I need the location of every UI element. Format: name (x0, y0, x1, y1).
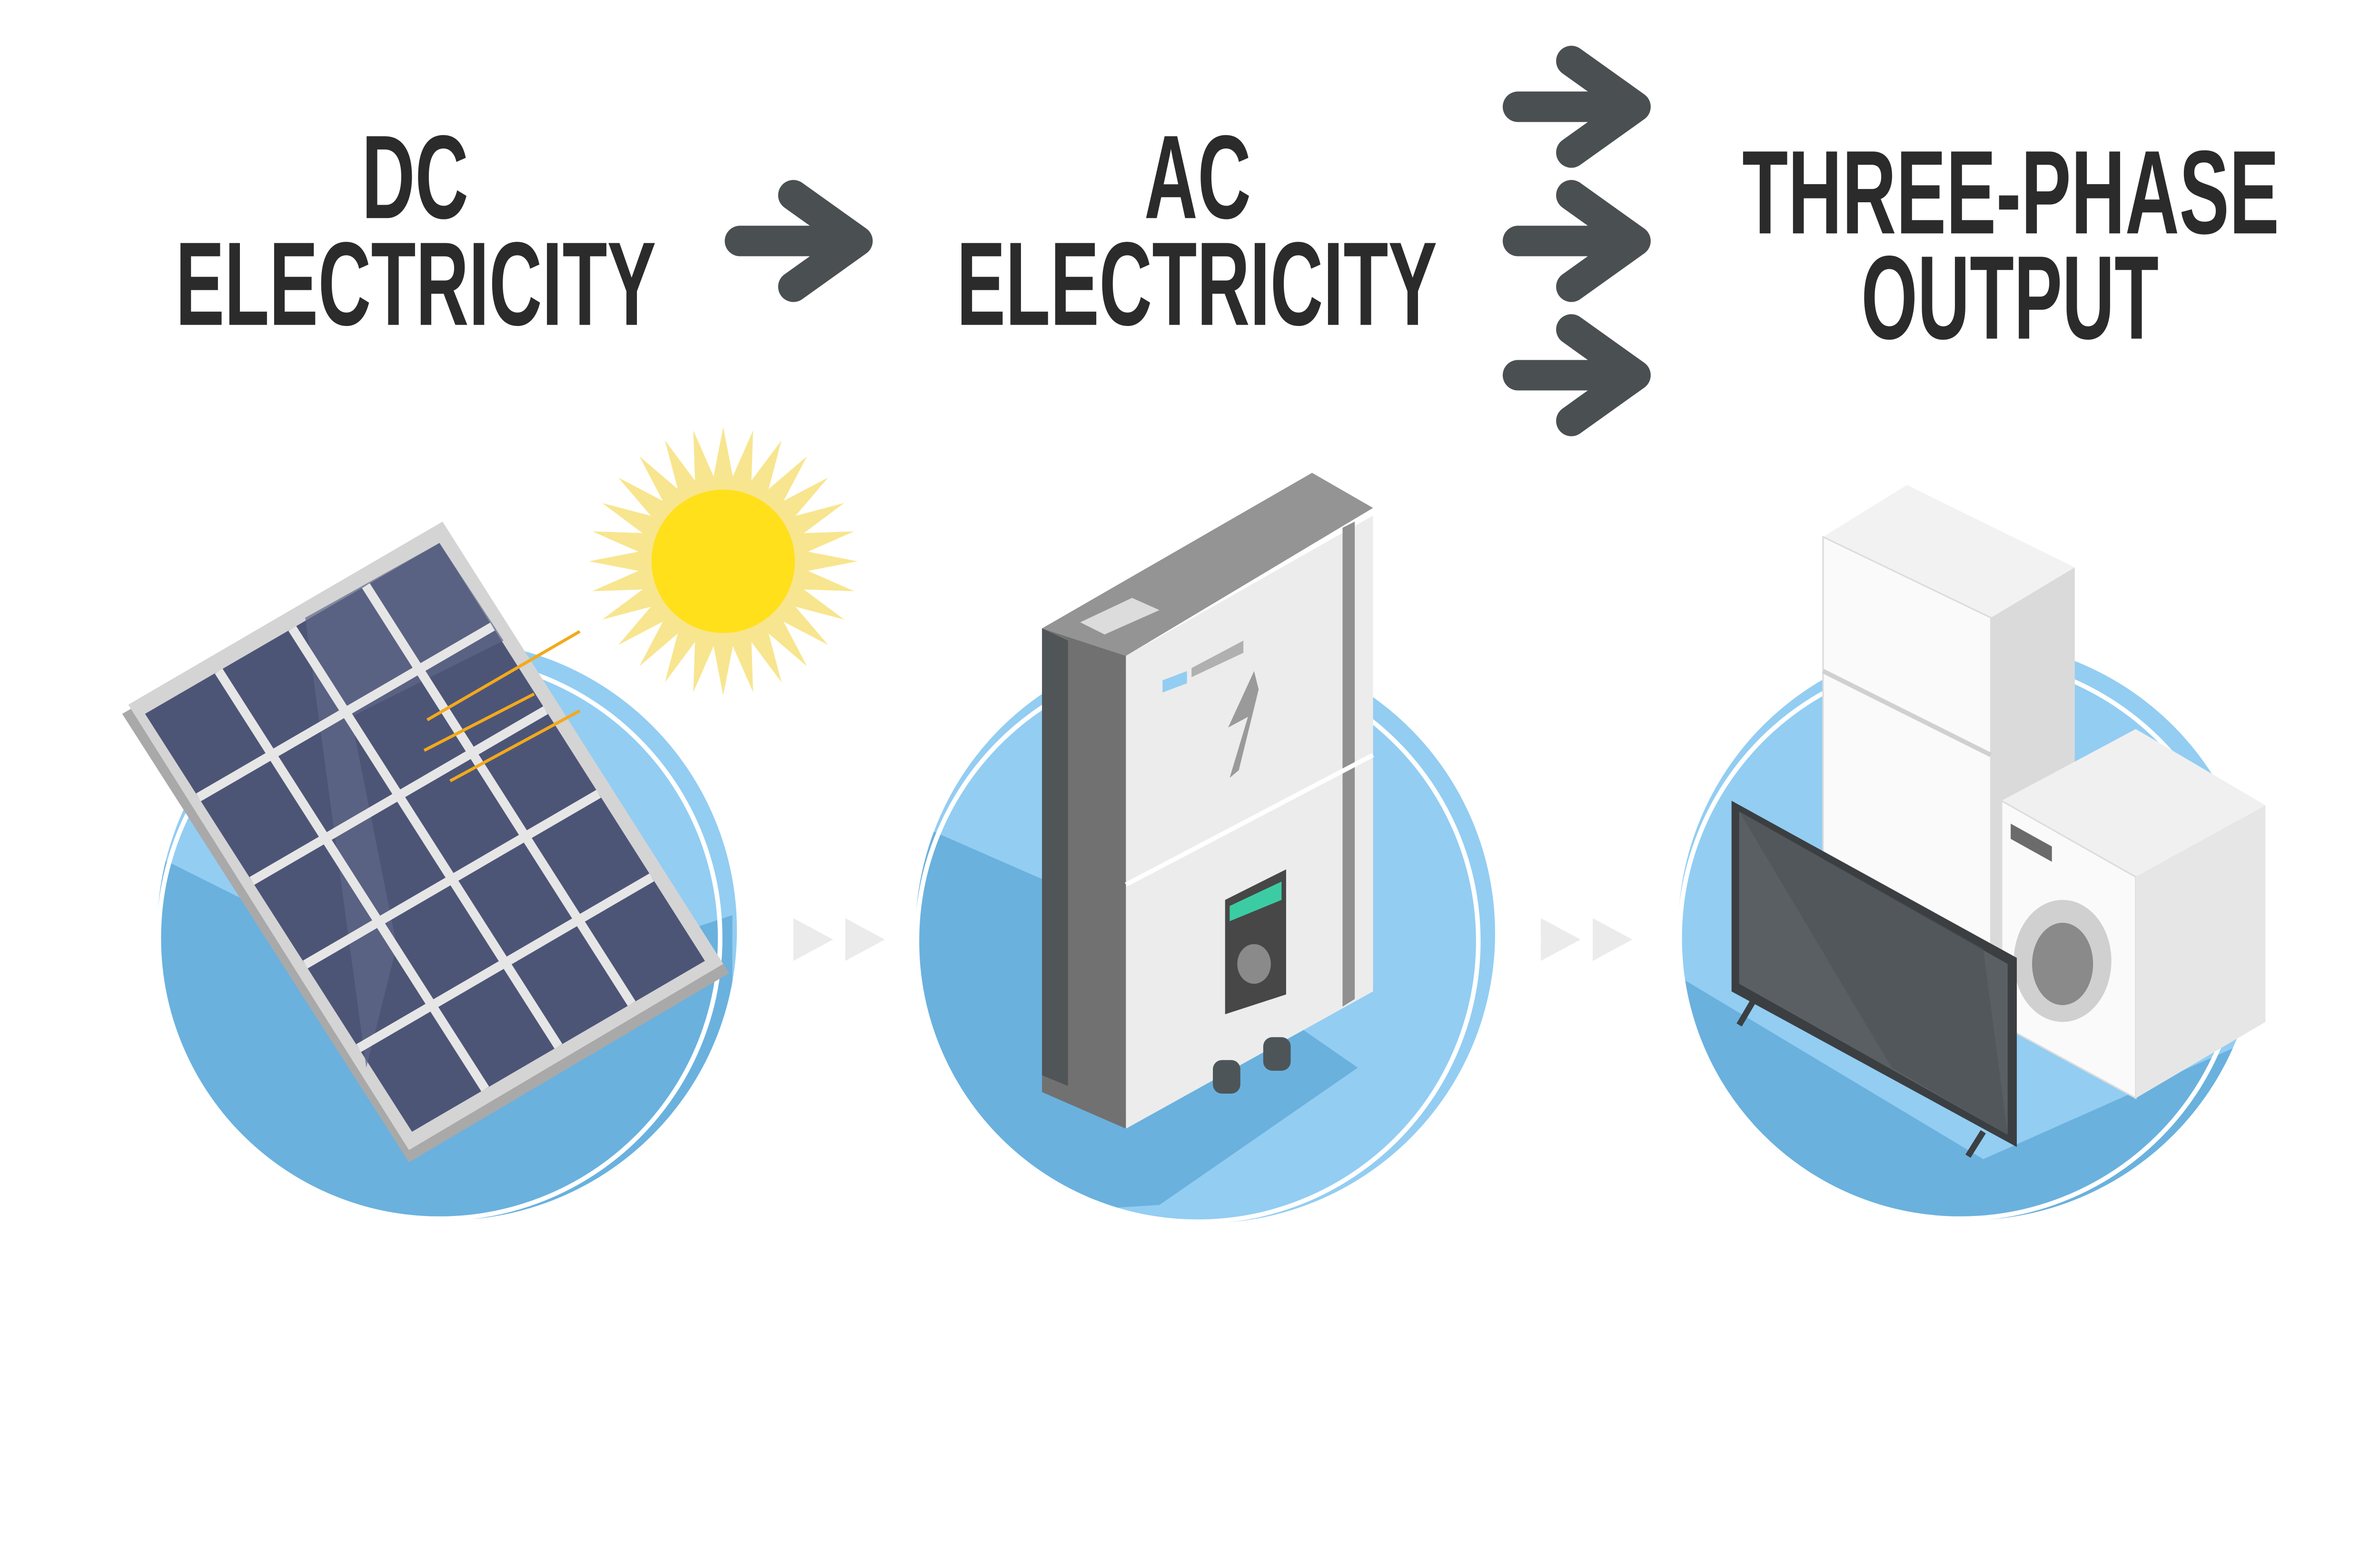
inverter (1042, 473, 1374, 1129)
arrow-right-icon (1502, 180, 1651, 302)
panel-grid-line (362, 583, 636, 1006)
stage-title-dc: DC ELECTRICITY (176, 110, 656, 350)
solar-panel (122, 522, 730, 1163)
play-triangle-icon (845, 918, 885, 961)
stage-title-line1: AC (1144, 110, 1251, 243)
stage-title-line2: OUTPUT (1861, 231, 2159, 364)
play-triangle-icon (1593, 918, 1633, 961)
stage-title-line2: ELECTRICITY (957, 217, 1438, 350)
stage-title-three-phase: THREE-PHASE OUTPUT (1742, 126, 2279, 364)
arrow-right-icon (1502, 314, 1651, 436)
television (1731, 801, 2017, 1158)
panel-grid-line (288, 626, 563, 1049)
play-triangle-icon (1541, 918, 1581, 961)
sun-icon (589, 427, 858, 696)
arrow-right-icon (724, 180, 873, 302)
panel-grid-line (303, 790, 601, 969)
stage-title-line2: ELECTRICITY (176, 217, 656, 350)
stage-title-line1: DC (362, 110, 468, 243)
stage-title-ac: AC ELECTRICITY (957, 110, 1438, 350)
panel-grid-line (356, 873, 654, 1052)
panel-grid-line (196, 623, 495, 801)
washing-machine (2001, 729, 2266, 1100)
dc-to-three-phase-diagram: DC ELECTRICITY AC ELECTRICITY THREE-PHAS… (122, 46, 2279, 1224)
stage-title-line1: THREE-PHASE (1742, 126, 2279, 258)
panel-grid-line (215, 668, 489, 1092)
arrow-right-icon (1502, 46, 1651, 168)
play-triangle-icon (793, 918, 833, 961)
panel-grid-line (249, 706, 548, 885)
